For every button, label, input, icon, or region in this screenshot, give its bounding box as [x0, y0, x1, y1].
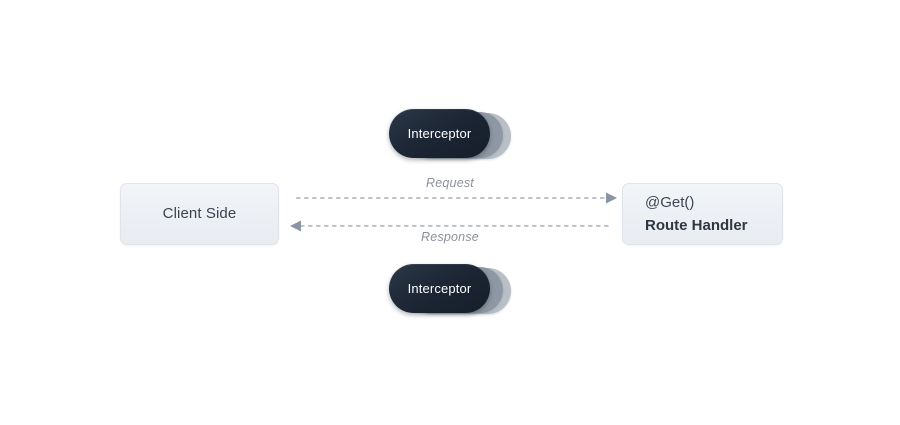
route-handler-decorator-label: @Get() — [645, 194, 695, 212]
node-interceptor-bottom[interactable]: Interceptor — [389, 264, 511, 314]
interceptor-pill-front: Interceptor — [389, 264, 490, 313]
edge-response-arrow — [289, 219, 611, 233]
interceptor-pill-front: Interceptor — [389, 109, 490, 158]
node-route-handler[interactable]: @Get() Route Handler — [622, 183, 783, 245]
route-handler-label: Route Handler — [645, 216, 748, 234]
edge-request-label: Request — [426, 176, 474, 190]
node-interceptor-top[interactable]: Interceptor — [389, 109, 511, 159]
edge-request-arrow — [296, 191, 618, 205]
interceptor-top-label: Interceptor — [407, 126, 472, 141]
interceptor-bottom-label: Interceptor — [407, 281, 472, 296]
client-side-label: Client Side — [162, 205, 237, 223]
node-client-side[interactable]: Client Side — [120, 183, 279, 245]
edge-response-label: Response — [421, 230, 479, 244]
